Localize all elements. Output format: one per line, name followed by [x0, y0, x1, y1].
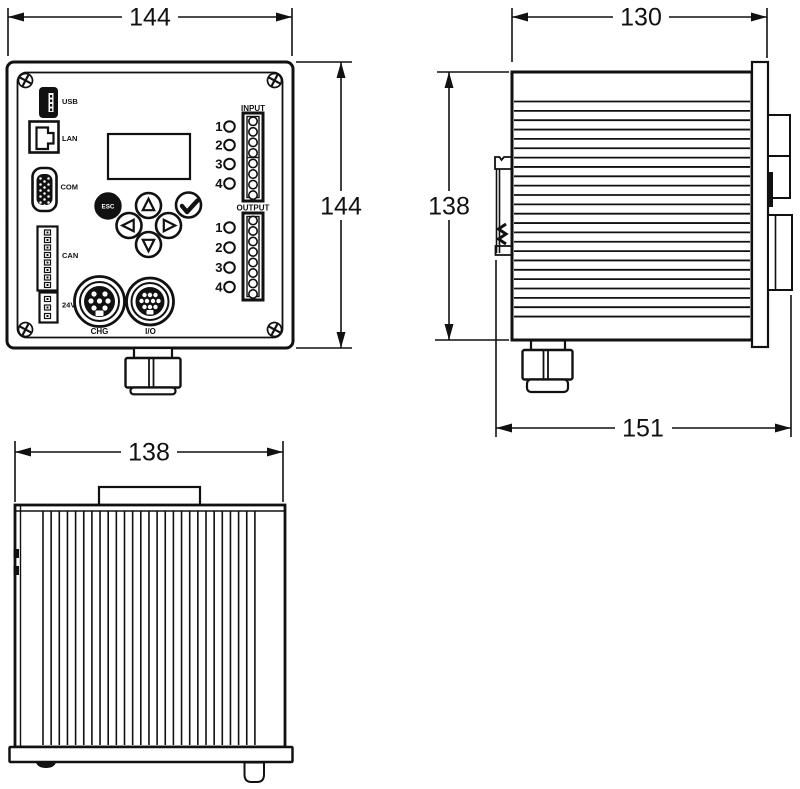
can-terminal-contacts [43, 229, 52, 289]
side-depth-value: 151 [622, 415, 664, 443]
down-arrow-icon [141, 238, 156, 254]
foot-bump [36, 762, 56, 768]
right-arrow-icon [162, 218, 178, 233]
corner-screw-icon [17, 72, 34, 89]
input-3-label: 3 [215, 156, 222, 171]
keypad: ESC [94, 191, 203, 259]
side-body [510, 70, 754, 342]
cable-gland-side [521, 339, 574, 394]
front-panel-flange [750, 60, 793, 349]
output-label: OUTPUT [237, 204, 270, 213]
bottom-view: 138 [8, 439, 294, 783]
connector-pins [88, 291, 111, 311]
output-3-led [223, 261, 236, 274]
checkmark-icon [179, 198, 200, 215]
output-1-led [223, 221, 236, 234]
connector-seal [768, 172, 773, 207]
dimension-side-depth: 151 [495, 260, 792, 443]
up-button[interactable] [134, 191, 163, 220]
connector-block-lower [767, 214, 793, 291]
input-2-label: 2 [215, 137, 222, 152]
output-channel-row: 1 2 3 4 [215, 220, 236, 294]
com-label: COM [61, 183, 79, 192]
side-height-value: 138 [428, 193, 470, 221]
connector-pins [139, 292, 161, 310]
corner-screw-icon [266, 321, 283, 338]
side-view: 130 138 [425, 4, 793, 443]
power-label: 24V [62, 301, 75, 310]
bottom-body [13, 503, 287, 749]
cable-gland-front [124, 346, 182, 396]
input-4-led [223, 177, 236, 190]
dimension-front-height: 144 [296, 61, 365, 349]
dimension-bottom-width: 138 [14, 439, 284, 502]
input-label: INPUT [241, 104, 265, 113]
power-terminal-contacts [43, 295, 52, 320]
lan-label: LAN [62, 134, 77, 143]
output-terminal-screws [248, 215, 259, 299]
clip-hook [13, 566, 19, 575]
display [106, 132, 192, 181]
right-connector-label: I/O [145, 327, 156, 336]
cooling-fins [514, 100, 750, 318]
output-4-label: 4 [215, 279, 223, 294]
lan-port: LAN [28, 120, 77, 154]
front-view: 144 144 [5, 4, 365, 396]
ok-button[interactable] [174, 191, 203, 219]
output-section: OUTPUT 1 2 3 4 [215, 204, 270, 302]
can-label: CAN [62, 251, 78, 260]
output-3-label: 3 [215, 260, 222, 275]
dimension-side-width: 130 [511, 4, 768, 62]
output-2-label: 2 [215, 240, 222, 255]
output-4-led [223, 280, 236, 294]
input-channel-row: 1 2 3 4 [215, 119, 236, 191]
right-button[interactable] [154, 211, 183, 240]
connector-block-upper [767, 114, 791, 157]
input-1-led [223, 120, 236, 133]
clip-hook [13, 549, 19, 558]
din-rail-clip [494, 156, 512, 256]
esc-button-label: ESC [102, 203, 115, 210]
dimension-side-height: 138 [425, 71, 509, 341]
round-connector-left: CHG [73, 275, 126, 336]
esc-button[interactable]: ESC [94, 192, 122, 220]
up-arrow-icon [141, 196, 156, 212]
input-section: INPUT 1 2 3 4 [215, 104, 265, 203]
front-height-value: 144 [320, 193, 362, 221]
bottom-width-value: 138 [128, 439, 170, 467]
front-width-value: 144 [129, 4, 171, 32]
base-plate [8, 745, 294, 783]
input-3-led [223, 157, 236, 171]
foot-tab [243, 761, 265, 783]
input-terminal-screws [248, 116, 259, 201]
down-button[interactable] [134, 230, 163, 259]
round-connector-right: I/O [125, 276, 175, 336]
output-2-led [223, 241, 236, 254]
output-1-label: 1 [215, 220, 222, 235]
usb-label: USB [62, 97, 78, 106]
power-terminal: 24V [38, 291, 75, 324]
can-terminal: CAN [36, 225, 78, 292]
dimension-front-width: 144 [7, 4, 293, 56]
com-pins [39, 177, 50, 207]
com-port: COM [31, 166, 79, 213]
left-arrow-icon [119, 218, 135, 233]
usb-port: USB [39, 87, 78, 118]
input-4-label: 4 [215, 176, 223, 191]
input-2-led [223, 138, 236, 152]
input-1-label: 1 [215, 119, 222, 134]
left-connector-label: CHG [91, 327, 109, 336]
left-button[interactable] [115, 211, 143, 240]
corner-screw-icon [266, 72, 283, 89]
cooling-fins [42, 511, 256, 745]
corner-screw-icon [17, 321, 34, 338]
side-width-value: 130 [620, 4, 662, 32]
